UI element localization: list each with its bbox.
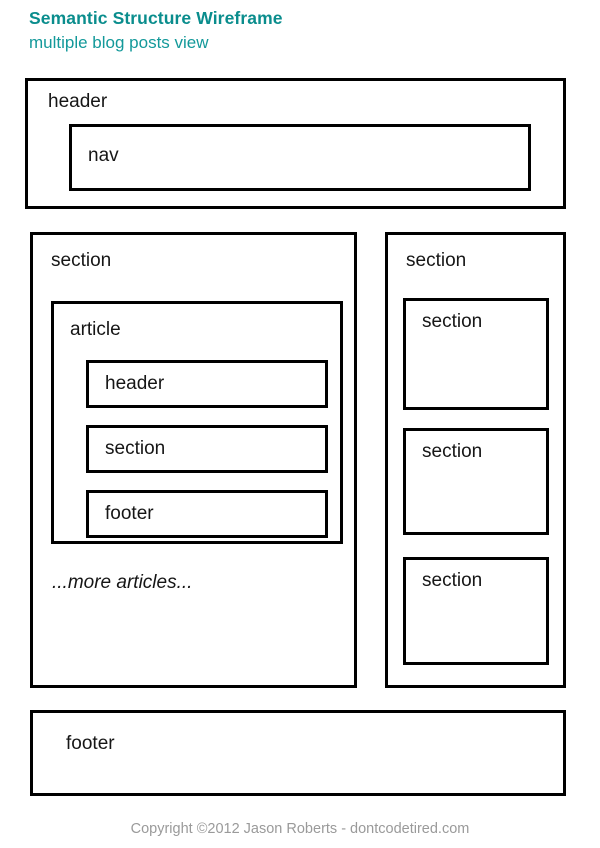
article-section-label: section (105, 438, 166, 459)
more-articles-text: ...more articles... (52, 572, 193, 593)
title-block: Semantic Structure Wireframe multiple bl… (29, 7, 574, 54)
main-section-box: section article header section footer ..… (30, 232, 357, 688)
article-header-box: header (86, 360, 328, 408)
aside-inner-section-1-label: section (422, 311, 483, 332)
article-footer-label: footer (105, 503, 154, 524)
article-section-box: section (86, 425, 328, 473)
aside-section-label: section (406, 250, 467, 271)
main-section-label: section (51, 250, 112, 271)
page-subtitle: multiple blog posts view (29, 33, 209, 52)
aside-inner-section-1: section (403, 298, 549, 410)
aside-inner-section-3: section (403, 557, 549, 665)
footer-box-label: footer (66, 733, 115, 754)
nav-box-label: nav (88, 145, 119, 166)
aside-inner-section-2: section (403, 428, 549, 535)
article-box: article header section footer (51, 301, 343, 544)
header-box-label: header (48, 91, 108, 112)
aside-inner-section-3-label: section (422, 570, 483, 591)
copyright-text: Copyright ©2012 Jason Roberts - dontcode… (130, 821, 470, 837)
header-box: header nav (25, 78, 566, 209)
article-label: article (70, 319, 121, 340)
aside-section-box: section section section section (385, 232, 566, 688)
nav-box: nav (69, 124, 531, 191)
aside-inner-section-2-label: section (422, 441, 483, 462)
footer-box: footer (30, 710, 566, 796)
article-footer-box: footer (86, 490, 328, 538)
page-title: Semantic Structure Wireframe (29, 8, 283, 28)
article-header-label: header (105, 373, 165, 394)
